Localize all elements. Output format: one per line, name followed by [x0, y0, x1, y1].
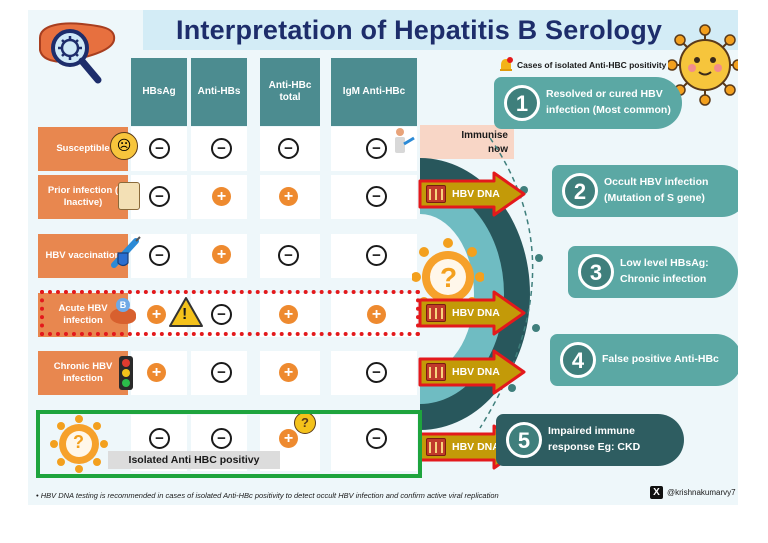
acute-highlight-outline [40, 290, 420, 336]
positive-symbol: + [147, 363, 166, 382]
hbv-dna-label: HBV DNA [452, 366, 500, 378]
virus-mascot-icon [668, 24, 738, 106]
hbv-dna-label: HBV DNA [452, 441, 500, 453]
x-logo-icon: X [650, 486, 663, 499]
footnote: • HBV DNA testing is recommended in case… [36, 491, 499, 500]
cause-5-text: Impaired immune response Eg: CKD [548, 425, 641, 453]
negative-symbol: − [366, 362, 387, 383]
row-label-chronic-hbv: Chronic HBV infection [38, 351, 128, 395]
cause-4-number: 4 [560, 342, 596, 378]
isolated-highlight-outline [36, 410, 422, 478]
hbv-dna-arrow [418, 349, 526, 395]
header-hbsag: HBsAg [131, 58, 187, 126]
test-tubes-icon [426, 185, 446, 203]
negative-symbol: − [366, 428, 387, 449]
worried-face-icon: ☹ [110, 132, 138, 160]
test-tubes-icon [426, 363, 446, 381]
author-handle: X @krishnakumarvy7 [650, 486, 736, 499]
liver-magnifier-icon [39, 22, 116, 84]
liver-b-icon: B [110, 298, 138, 326]
negative-symbol: − [211, 428, 232, 449]
positive-symbol: + [279, 305, 298, 324]
positive-symbol: + [279, 363, 298, 382]
header-anti-hbs: Anti-HBs [191, 58, 247, 126]
positive-symbol: + [367, 305, 386, 324]
positive-symbol: + [279, 429, 298, 448]
hbv-dna-arrow [418, 290, 526, 336]
warning-exclamation: ! [182, 306, 188, 323]
cause-2-text: Occult HBV infection (Mutation of S gene… [604, 176, 709, 204]
hbv-dna-arrow [418, 171, 526, 217]
negative-symbol: − [149, 428, 170, 449]
row-label-susceptible: Susceptible [38, 127, 128, 171]
negative-symbol: − [278, 245, 299, 266]
virus-question-small-icon [50, 415, 108, 473]
hbv-dna-label: HBV DNA [452, 307, 500, 319]
positive-symbol: + [279, 187, 298, 206]
cause-3-number: 3 [578, 254, 614, 290]
cause-2-card: 2 Occult HBV infection (Mutation of S ge… [552, 165, 738, 217]
warning-icon [169, 297, 203, 327]
positive-symbol: + [147, 305, 166, 324]
positive-symbol: + [212, 187, 231, 206]
traffic-light-icon [119, 356, 133, 390]
cause-1-number: 1 [504, 85, 540, 121]
immunise-person-icon [395, 128, 415, 153]
infographic-poster: Interpretation of Hepatitis B Serology [28, 10, 738, 505]
cause-5-card: 5 Impaired immune response Eg: CKD [496, 414, 684, 466]
header-igm-anti-hbc: IgM Anti-HBc [331, 58, 417, 126]
question-mark: ? [301, 415, 309, 430]
negative-symbol: − [278, 138, 299, 159]
cause-1-card: 1 Resolved or cured HBV infection (Most … [494, 77, 682, 129]
isolated-note-text: Cases of isolated Anti-HBC positivity [517, 60, 667, 70]
negative-symbol: − [366, 245, 387, 266]
scroll-icon [118, 182, 140, 210]
vaccine-syringe-icon [111, 236, 141, 268]
negative-symbol: − [211, 138, 232, 159]
header-anti-hbc-total: Anti-HBc total [260, 58, 320, 126]
test-tubes-icon [426, 304, 446, 322]
row-label-hbv-vaccination: HBV vaccination [38, 234, 128, 278]
bell-icon [500, 57, 513, 71]
positive-symbol: + [212, 245, 231, 264]
isolated-positivity-label: Isolated Anti HBC positivy [108, 451, 280, 469]
page-title: Interpretation of Hepatitis B Serology [176, 15, 663, 45]
negative-symbol: − [149, 245, 170, 266]
cause-2-number: 2 [562, 173, 598, 209]
negative-symbol: − [149, 186, 170, 207]
cause-5-number: 5 [506, 422, 542, 458]
hbv-dna-label: HBV DNA [452, 188, 500, 200]
cause-4-text: False positive Anti-HBc [602, 353, 719, 366]
cause-3-card: 3 Low level HBsAg: Chronic infection [568, 246, 738, 298]
row-label-prior-infection: Prior infection ( Inactive) [38, 175, 128, 219]
negative-symbol: − [366, 186, 387, 207]
title-band [143, 10, 738, 50]
author-handle-text: @krishnakumarvy7 [667, 488, 736, 497]
cause-1-text: Resolved or cured HBV infection (Most co… [546, 88, 671, 116]
negative-symbol: − [211, 362, 232, 383]
negative-symbol: − [149, 138, 170, 159]
negative-symbol: − [366, 138, 387, 159]
isolated-note: Cases of isolated Anti-HBC positivity [498, 57, 666, 73]
negative-symbol: − [211, 304, 232, 325]
cause-3-text: Low level HBsAg: Chronic infection [620, 257, 709, 285]
test-tubes-icon [426, 438, 446, 456]
virus-question-mark: ? [440, 262, 458, 293]
virus-small-question-mark: ? [73, 432, 84, 452]
cause-4-card: 4 False positive Anti-HBc [550, 334, 738, 386]
